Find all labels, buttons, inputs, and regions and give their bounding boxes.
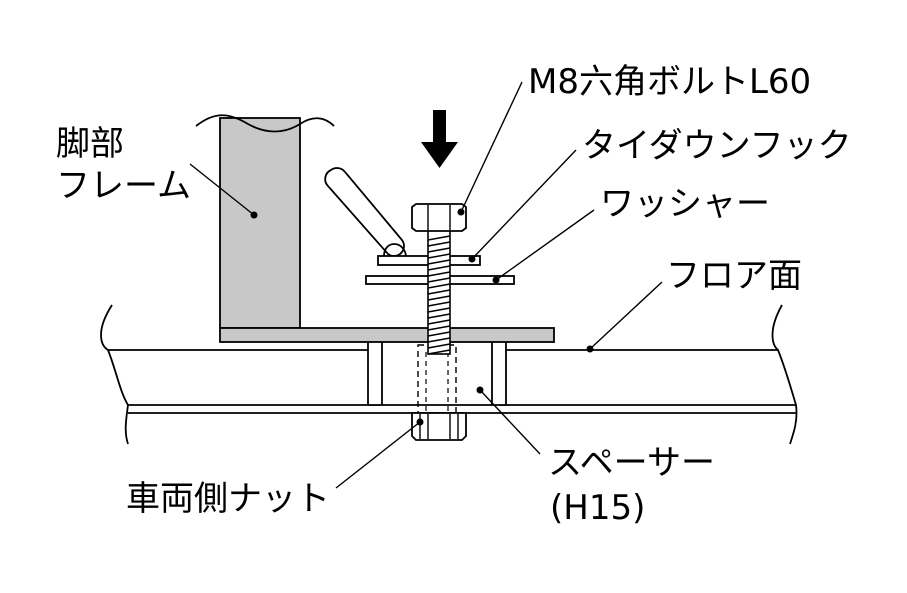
- label-bolt: M8六角ボルトL60: [528, 62, 811, 102]
- bolt-head: [411, 203, 467, 232]
- vehicle-nut: [411, 412, 467, 441]
- spacer: [367, 342, 507, 414]
- leg-frame: [195, 114, 555, 343]
- label-tiedown-hook: タイダウンフック: [582, 126, 852, 166]
- label-washer: ワッシャー: [600, 184, 770, 224]
- bolt-shank: [427, 229, 451, 355]
- label-leg-frame-line2: フレーム: [56, 166, 191, 206]
- label-leg-frame-line1: 脚部: [56, 124, 124, 164]
- label-floor: フロア面: [666, 256, 802, 296]
- leader-lines: [189, 81, 663, 489]
- down-arrow-icon: [421, 110, 458, 168]
- label-spacer-line2: (H15): [550, 488, 645, 528]
- label-vehicle-nut: 車両側ナット: [126, 479, 330, 519]
- label-spacer-line1: スペーサー: [548, 443, 715, 483]
